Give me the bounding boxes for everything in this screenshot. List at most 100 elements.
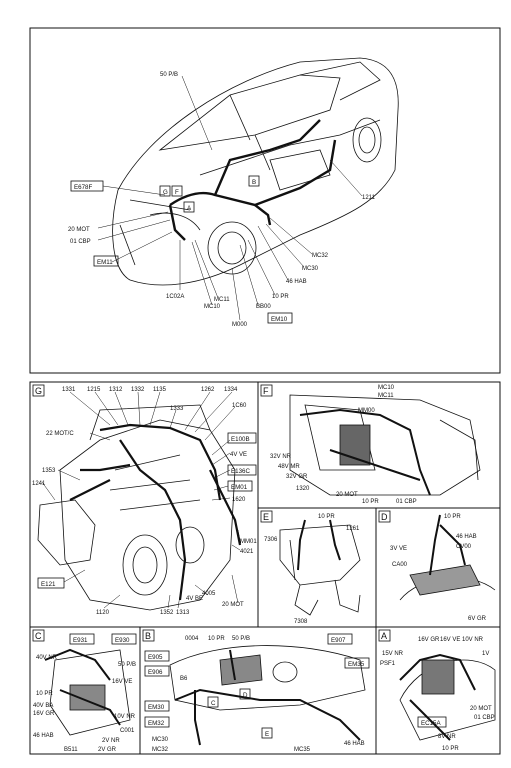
label-1262: 1262: [201, 387, 215, 393]
label-4vbe: 4V BE: [186, 596, 203, 602]
label-b6: B6: [180, 676, 188, 682]
label-1331: 1331: [62, 387, 76, 393]
callout-d: D: [239, 688, 251, 700]
panel-e-harness: [297, 519, 341, 571]
label-4005: 4005: [202, 591, 216, 597]
svg-text:C: C: [35, 631, 42, 641]
label-mc11-f: MC11: [378, 393, 394, 399]
main-harness: [168, 119, 337, 241]
connector-e907: E907: [327, 633, 353, 645]
svg-text:E121: E121: [41, 581, 56, 588]
label-50pb-b: 50 P/B: [232, 636, 250, 642]
callout-f: F: [171, 185, 183, 197]
svg-text:F: F: [263, 386, 269, 396]
label-3vve: 3V VE: [390, 546, 407, 552]
label-15vnr: 15V NR: [382, 651, 404, 657]
label-01cbp-a: 01 CBP: [474, 715, 495, 721]
label-1334: 1334: [224, 387, 238, 393]
svg-text:E678F: E678F: [74, 184, 92, 191]
panel-g-letter: G: [32, 384, 45, 397]
label-10vnr-c: 10V NR: [114, 714, 136, 720]
svg-text:C: C: [211, 700, 216, 707]
label-20mot: 20 MOT: [68, 227, 90, 233]
label-1313: 1313: [176, 610, 190, 616]
label-20mot-a: 20 MOT: [470, 706, 492, 712]
label-1135: 1135: [153, 387, 167, 393]
label-1261: 1261: [346, 526, 360, 532]
label-1333: 1333: [170, 406, 184, 412]
label-1c02a: 1C02A: [166, 294, 184, 300]
label-8vnr: 8V NR: [438, 734, 456, 740]
label-ca00: CA00: [392, 562, 408, 568]
label-2vnr: 2V NR: [102, 738, 120, 744]
connector-e136c: E136C: [227, 464, 257, 476]
label-46hab-c: 46 HAB: [33, 733, 54, 739]
connector-e678f: E678F: [70, 180, 104, 192]
svg-text:EM30: EM30: [148, 704, 165, 711]
label-1211: 1211: [362, 195, 376, 201]
label-1120: 1120: [96, 610, 110, 616]
panel-d-letter: D: [378, 510, 391, 523]
callout-a: A: [183, 201, 195, 213]
svg-text:EM11: EM11: [97, 259, 113, 266]
label-16vve-c: 16V VE: [112, 679, 132, 685]
svg-text:EC15A: EC15A: [421, 720, 441, 727]
label-1v: 1V: [482, 651, 489, 657]
connector-em30: EM30: [144, 700, 170, 712]
label-mc35: MC35: [294, 747, 311, 753]
label-50pb-c: 50 P/B: [118, 662, 136, 668]
connector-e930: E930: [111, 633, 137, 645]
dashboard-illustration: [169, 645, 366, 711]
label-20mot-f: 20 MOT: [336, 492, 358, 498]
svg-text:A: A: [187, 205, 192, 212]
svg-text:E906: E906: [148, 669, 163, 676]
connector-e905: E905: [144, 650, 170, 662]
label-mc30: MC30: [302, 266, 319, 272]
label-mc10-f: MC10: [378, 385, 395, 391]
label-10pr-a: 10 PR: [442, 746, 459, 752]
label-1352: 1352: [160, 610, 174, 616]
label-4vve: 4V VE: [230, 452, 247, 458]
svg-text:B: B: [252, 179, 256, 186]
label-cv00: CV00: [456, 544, 472, 550]
panel-f-harness: [299, 408, 431, 496]
label-1332: 1332: [131, 387, 145, 393]
connector-em10: EM10: [267, 312, 293, 324]
label-psf1: PSF1: [380, 661, 396, 667]
label-1320: 1320: [296, 486, 310, 492]
label-7306: 7306: [264, 537, 278, 543]
label-10pr-d: 10 PR: [444, 514, 461, 520]
label-01cbp: 01 CBP: [70, 239, 91, 245]
svg-text:E136C: E136C: [231, 468, 250, 475]
label-c001: C001: [120, 728, 135, 734]
panel-a-letter: A: [378, 629, 391, 642]
connector-em01: EM01: [227, 480, 253, 492]
svg-text:B: B: [145, 631, 151, 641]
panel-d-harness: [429, 514, 466, 576]
panel-c-letter: C: [32, 629, 45, 642]
engine-illustration: [37, 404, 236, 611]
connector-ec15a: EC15A: [417, 716, 447, 728]
pedals-illustration: [279, 524, 361, 616]
label-mc10: MC10: [204, 304, 221, 310]
connector-em35: EM35: [344, 657, 370, 669]
label-46hab-d: 46 HAB: [456, 534, 477, 540]
label-20mot-g: 20 MOT: [222, 602, 244, 608]
label-1215: 1215: [87, 387, 101, 393]
panel-f-letter: F: [260, 384, 273, 397]
panel-b-letter: B: [142, 629, 155, 642]
svg-text:E: E: [263, 512, 269, 522]
label-mc32-b: MC32: [152, 747, 169, 753]
svg-text:D: D: [243, 692, 248, 699]
panel-a-harness: [399, 653, 476, 741]
svg-text:G: G: [163, 189, 168, 196]
label-1353: 1353: [42, 468, 56, 474]
panel-c-harness: [44, 648, 121, 726]
connector-em11: EM11: [93, 255, 119, 267]
label-mm00: MM00: [358, 408, 375, 414]
panel-g-leaders: [41, 391, 241, 609]
svg-text:G: G: [35, 386, 42, 396]
svg-text:EM32: EM32: [148, 720, 165, 727]
label-22mot: 22 MOT/C: [46, 431, 74, 437]
